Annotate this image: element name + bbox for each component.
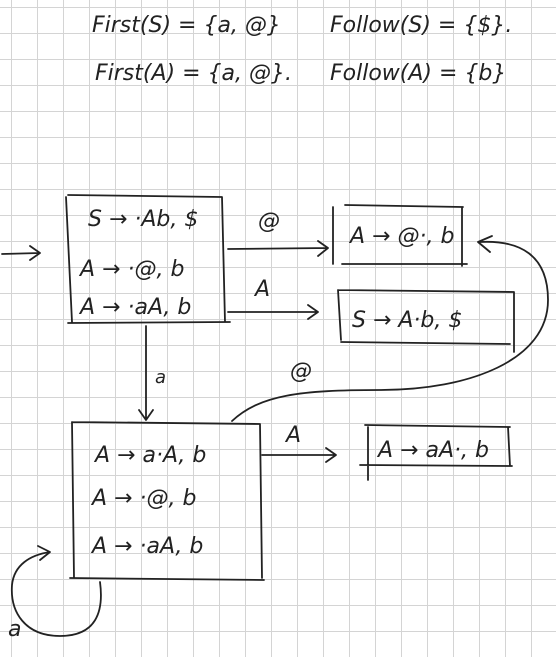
follow-a-set: Follow(A) = {b} (330, 61, 506, 86)
edge-i3-i1-label: @ (290, 359, 312, 384)
edge-i3-i4-label: A (284, 423, 301, 448)
edge-i0-i2: A (227, 277, 319, 320)
state-i0-box (65, 194, 231, 324)
edge-i3-i1: @ (231, 235, 549, 422)
edge-i3-self-loop-arrow (11, 545, 102, 637)
edge-i3-i4-arrow (261, 447, 337, 463)
state-i4-box (359, 424, 513, 481)
state-i4-item-1: A → aA·, b (376, 438, 489, 463)
state-i3-item-2: A → ·@, b (90, 486, 196, 511)
start-arrow (1, 245, 41, 261)
edge-i0-i2-label: A (253, 277, 270, 302)
edge-i0-i3-arrow (138, 325, 154, 421)
edge-i0-i1: @ (227, 209, 329, 257)
edge-i3-self-loop-label: a (8, 617, 21, 642)
edge-i0-i1-arrow (227, 240, 329, 257)
edge-i0-i3-label: a (155, 367, 166, 388)
state-i3-box (69, 421, 265, 581)
edge-i0-i3: a (138, 325, 166, 421)
state-i1: A → @·, b (332, 204, 468, 267)
follow-s-set: Follow(S) = {$}. (330, 13, 512, 38)
state-i0-item-2: A → ·@, b (78, 257, 184, 282)
state-i1-box (332, 204, 468, 267)
state-i3-item-1: A → a·A, b (93, 443, 206, 468)
edge-i0-i2-arrow (227, 304, 319, 320)
edge-i3-i1-arrow (231, 235, 549, 422)
state-i0: S → ·Ab, $ A → ·@, b A → ·aA, b (65, 194, 231, 324)
state-i2: S → A·b, $ (337, 289, 515, 353)
state-i0-item-3: A → ·aA, b (78, 295, 191, 320)
state-i4: A → aA·, b (359, 424, 513, 481)
edge-i3-i4: A (261, 423, 337, 463)
state-i3-item-3: A → ·aA, b (90, 534, 203, 559)
state-i2-item-1: S → A·b, $ (352, 308, 462, 333)
state-i2-box (337, 289, 515, 353)
state-i0-item-1: S → ·Ab, $ (88, 207, 198, 232)
state-i3: A → a·A, b A → ·@, b A → ·aA, b (69, 421, 265, 581)
state-i1-item-1: A → @·, b (348, 224, 454, 249)
edge-i3-self-loop: a (8, 545, 102, 642)
edge-i0-i1-label: @ (258, 209, 280, 234)
first-a-set: First(A) = {a, @}. (95, 61, 292, 86)
first-s-set: First(S) = {a, @} (92, 13, 281, 38)
